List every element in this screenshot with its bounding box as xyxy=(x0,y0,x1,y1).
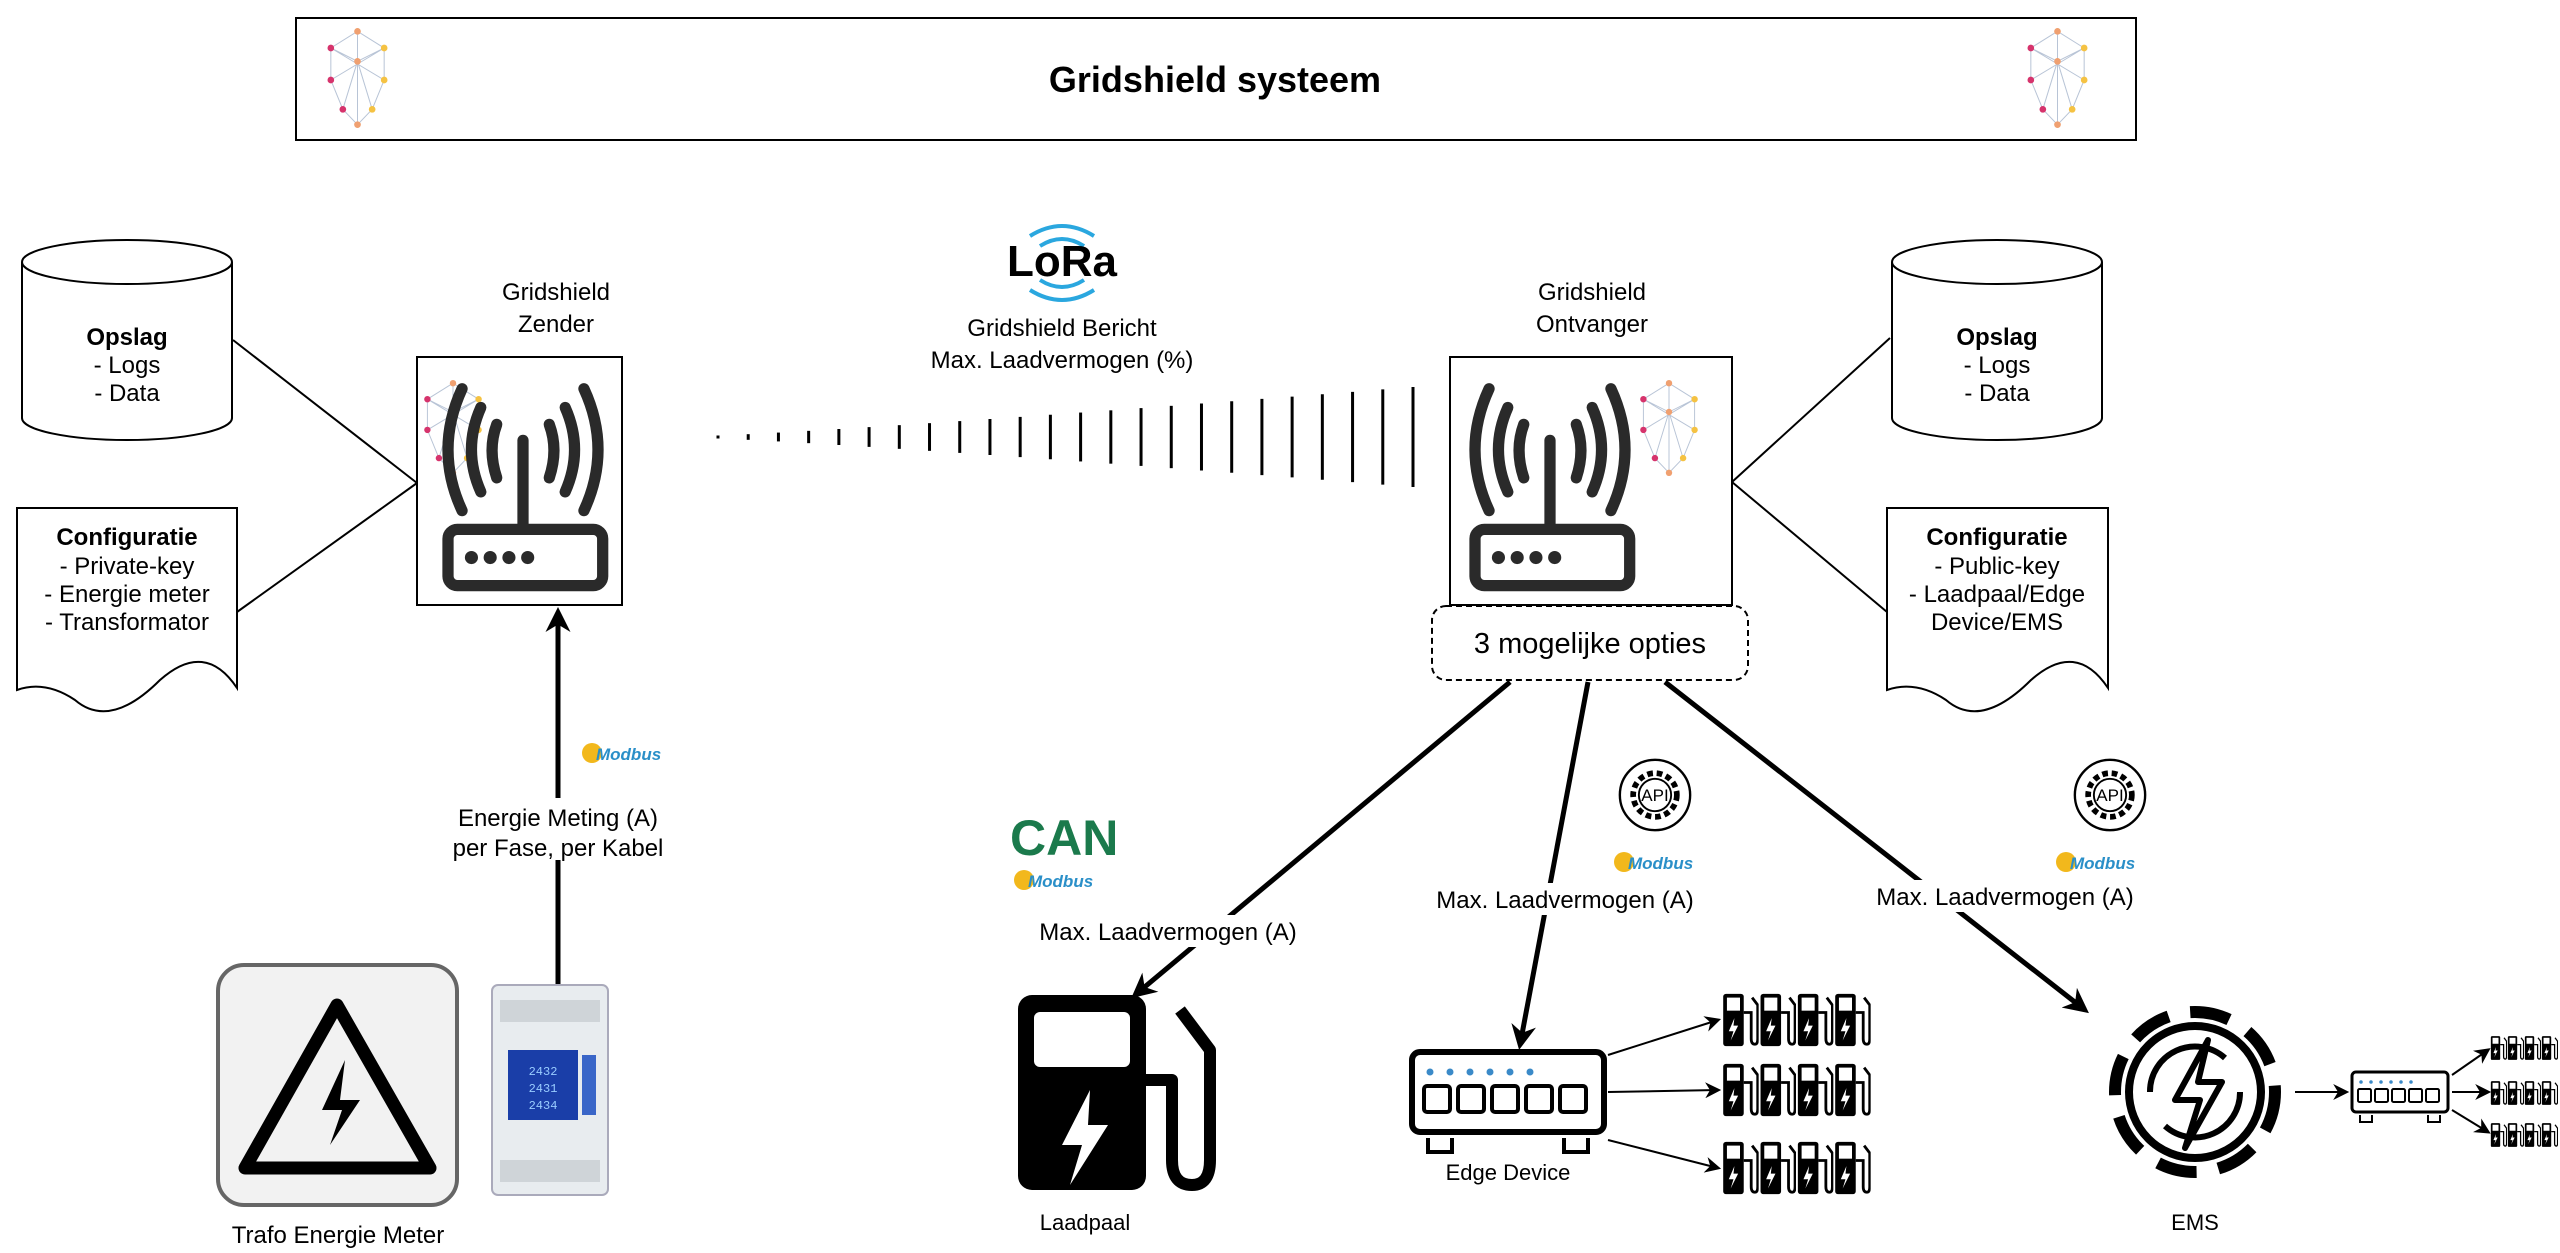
svg-text:Modbus: Modbus xyxy=(1628,854,1693,873)
arrow-to-ems xyxy=(1663,680,2089,1014)
config-item: - Private-key xyxy=(60,553,195,580)
arrow-to-chargers xyxy=(1607,1139,1722,1173)
modbus-logo: Modbus xyxy=(2056,852,2135,873)
label-bg xyxy=(430,798,686,860)
label-bg xyxy=(1860,880,2150,912)
svg-text:2431: 2431 xyxy=(529,1082,558,1096)
page-title: Gridshield systeem xyxy=(1049,59,1381,100)
api-label: API xyxy=(1641,786,1668,805)
arrow-to-chargers xyxy=(2451,1109,2491,1134)
storage-item: - Logs xyxy=(1964,352,2031,379)
charger-group-icon xyxy=(1723,994,1870,1046)
arrow-to-edge-device xyxy=(1511,681,1591,1050)
charger-group-icon xyxy=(2491,1081,2558,1105)
options-box xyxy=(1431,605,1749,681)
title-box xyxy=(295,17,2137,141)
config-item: - Public-key xyxy=(1934,553,2059,580)
ems-gear-bolt-icon xyxy=(2109,1006,2281,1178)
charger-group-icon xyxy=(1723,1142,1870,1194)
options-label: 3 mogelijke opties xyxy=(1474,628,1706,660)
measurement-label: per Fase, per Kabel xyxy=(453,835,664,862)
svg-text:Modbus: Modbus xyxy=(2070,854,2135,873)
svg-text:Modbus: Modbus xyxy=(1028,872,1093,891)
modbus-logo: Modbus xyxy=(1014,870,1093,891)
arrow-to-chargers xyxy=(1607,1082,1722,1099)
api-icon: API xyxy=(1620,760,1690,830)
ems-label: EMS xyxy=(2171,1210,2219,1235)
trafo-label: Trafo Energie Meter xyxy=(232,1222,445,1249)
receiver-storage-cylinder: Opslag - Logs - Data xyxy=(1891,239,2103,441)
storage-title: Opslag xyxy=(86,324,167,351)
config-title: Configuratie xyxy=(1926,524,2067,551)
charger-group-icon xyxy=(2491,1123,2558,1147)
connector-line xyxy=(1731,481,1888,613)
can-logo: CAN xyxy=(1010,810,1118,866)
config-title: Configuratie xyxy=(56,524,197,551)
receiver-label: Ontvanger xyxy=(1536,311,1648,338)
gridshield-ontvanger-node xyxy=(1449,356,1733,606)
config-item: - Transformator xyxy=(45,609,209,636)
connector-line xyxy=(236,482,418,613)
trafo-high-voltage-icon xyxy=(216,963,459,1207)
api-icon: API xyxy=(2075,760,2145,830)
arrow-to-chargers xyxy=(2451,1048,2491,1076)
label-bg xyxy=(1420,883,1710,915)
sender-label: Zender xyxy=(518,311,594,338)
edge-device-switch-icon xyxy=(1412,1052,1604,1152)
svg-text:Modbus: Modbus xyxy=(596,745,661,764)
svg-text:2434: 2434 xyxy=(529,1099,558,1113)
connector-line xyxy=(1731,337,1891,483)
svg-text:LoRa: LoRa xyxy=(1007,237,1118,286)
sender-config-document: Configuratie - Private-key - Energie met… xyxy=(16,507,238,713)
svg-text:2432: 2432 xyxy=(529,1065,558,1079)
config-item: Device/EMS xyxy=(1931,609,2063,636)
config-item: - Laadpaal/Edge xyxy=(1909,581,2085,608)
lora-logo: LoRa xyxy=(1007,224,1118,302)
sender-label: Gridshield xyxy=(502,279,610,306)
storage-item: - Logs xyxy=(94,352,161,379)
message-label: Gridshield Bericht xyxy=(967,315,1157,342)
ev-charger-icon xyxy=(1018,995,1216,1191)
storage-item: - Data xyxy=(1964,380,2030,407)
gridshield-zender-node xyxy=(416,356,623,606)
label-bg xyxy=(1020,915,1320,947)
receiver-label: Gridshield xyxy=(1538,279,1646,306)
measurement-label: Energie Meting (A) xyxy=(458,805,658,832)
storage-item: - Data xyxy=(94,380,160,407)
storage-title: Opslag xyxy=(1956,324,2037,351)
laadpaal-label: Laadpaal xyxy=(1040,1210,1131,1235)
arrow-to-laadpaal xyxy=(1131,680,1512,999)
charger-group-icon xyxy=(2491,1036,2558,1060)
connector-line xyxy=(232,339,418,484)
edge-message-label: Max. Laadvermogen (A) xyxy=(1436,887,1693,914)
arrow-to-chargers xyxy=(1607,1016,1722,1056)
config-item: - Energie meter xyxy=(44,581,209,608)
sender-storage-cylinder: Opslag - Logs - Data xyxy=(21,239,233,441)
laadpaal-message-label: Max. Laadvermogen (A) xyxy=(1039,919,1296,946)
lora-signal-bars xyxy=(716,387,1415,487)
modbus-logo: Modbus xyxy=(1614,852,1693,873)
charger-group-icon xyxy=(1723,1064,1870,1116)
ems-message-label: Max. Laadvermogen (A) xyxy=(1876,884,2133,911)
api-label: API xyxy=(2096,786,2123,805)
edge-device-label: Edge Device xyxy=(1446,1160,1571,1185)
receiver-config-document: Configuratie - Public-key - Laadpaal/Edg… xyxy=(1886,507,2109,713)
message-value-label: Max. Laadvermogen (%) xyxy=(931,347,1194,374)
modbus-logo: Modbus xyxy=(582,743,661,764)
energy-meter-device-icon: 2432 2431 2434 xyxy=(491,984,609,1196)
ems-switch-icon xyxy=(2350,1070,2450,1124)
